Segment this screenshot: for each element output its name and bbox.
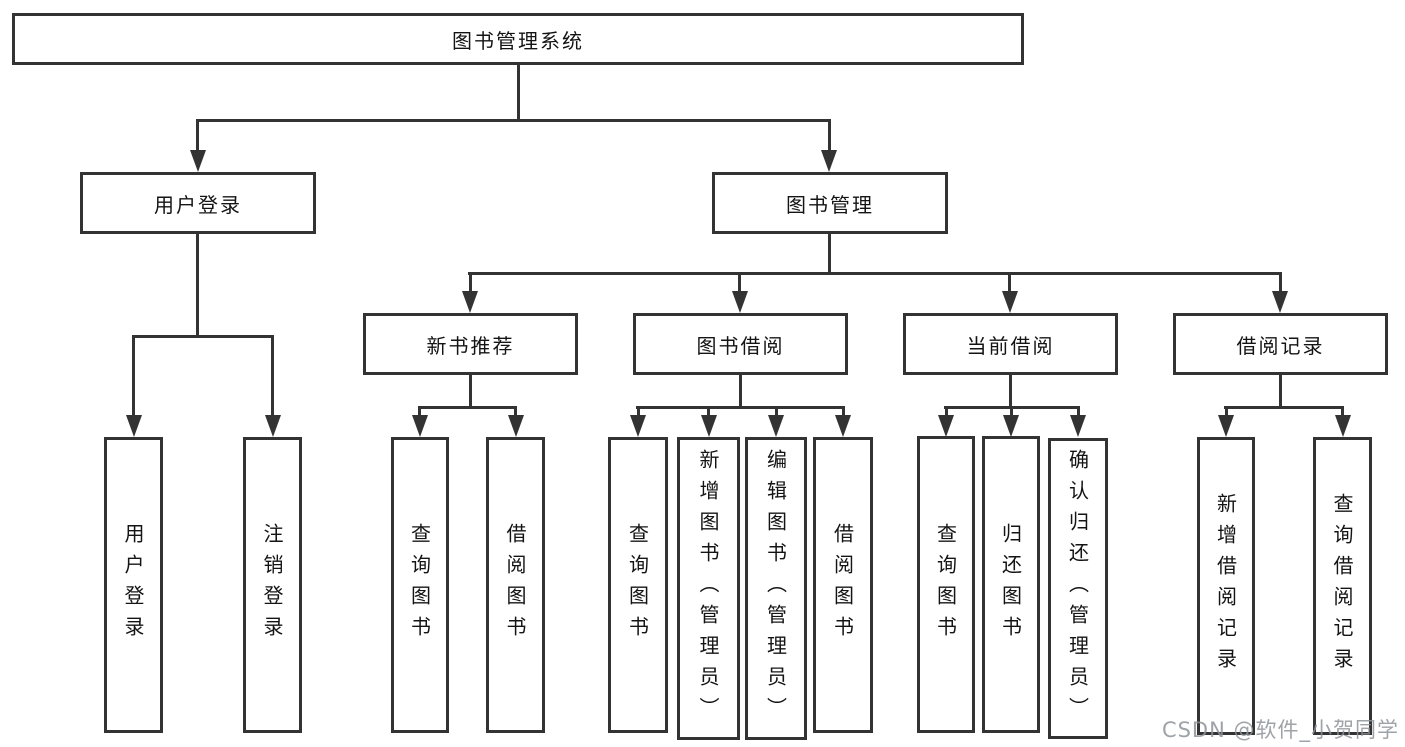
connector-root-branch xyxy=(196,119,831,122)
connector-manage-trunk xyxy=(828,234,831,272)
connector-group-branch xyxy=(1224,406,1343,409)
arrow-down-icon xyxy=(508,415,524,437)
node-leaf: 借阅图书 xyxy=(486,437,545,733)
connector-group-branch xyxy=(418,406,516,409)
arrow-down-icon xyxy=(126,415,142,437)
arrow-down-icon xyxy=(412,415,428,437)
node-leaf: 查询借阅记录 xyxy=(1313,437,1372,735)
node-logout-leaf: 注销登录 xyxy=(243,437,302,733)
node-leaf: 新增图书（管理员） xyxy=(677,437,740,740)
watermark: CSDN @软件_小贺同学 xyxy=(1161,718,1399,742)
connector-drop xyxy=(945,406,948,415)
connector-drop xyxy=(775,406,778,415)
node-group-borrow-records: 借阅记录 xyxy=(1173,313,1388,375)
connector-root-trunk xyxy=(517,65,520,119)
connector-drop-manage xyxy=(828,119,831,150)
arrow-down-icon xyxy=(1335,415,1351,437)
connector-drop xyxy=(707,406,710,415)
arrow-down-icon xyxy=(630,415,646,437)
arrow-down-icon xyxy=(938,415,954,437)
connector-drop xyxy=(1008,272,1011,291)
connector-group-trunk xyxy=(469,375,472,406)
node-leaf: 确认归还（管理员） xyxy=(1048,438,1108,739)
connector-drop xyxy=(1341,406,1344,415)
arrow-down-icon xyxy=(265,415,281,437)
arrow-down-icon xyxy=(1002,291,1018,313)
node-root: 图书管理系统 xyxy=(12,13,1024,65)
arrow-down-icon xyxy=(190,150,206,172)
connector-drop xyxy=(1279,272,1282,291)
arrow-down-icon xyxy=(732,291,748,313)
connector-manage-branch xyxy=(468,272,1282,275)
node-group-book-borrow: 图书借阅 xyxy=(633,313,848,375)
node-leaf: 查询图书 xyxy=(608,437,668,733)
arrow-down-icon xyxy=(821,150,837,172)
connector-drop-login xyxy=(196,119,199,150)
node-leaf: 新增借阅记录 xyxy=(1197,437,1255,735)
connector-group-trunk xyxy=(1279,375,1282,406)
node-leaf: 查询图书 xyxy=(391,437,449,733)
connector-drop xyxy=(469,272,472,291)
connector-drop xyxy=(842,406,845,415)
node-book-manage: 图书管理 xyxy=(712,172,948,234)
node-user-login-leaf: 用户登录 xyxy=(104,437,163,733)
arrow-down-icon xyxy=(835,415,851,437)
arrow-down-icon xyxy=(1272,291,1288,313)
connector-drop xyxy=(637,406,640,415)
node-group-new-books: 新书推荐 xyxy=(363,313,578,375)
connector-drop xyxy=(1010,406,1013,415)
connector-drop xyxy=(738,272,741,291)
connector-login-trunk xyxy=(196,234,199,335)
connector-group-trunk xyxy=(1009,375,1012,406)
node-leaf: 编辑图书（管理员） xyxy=(745,437,807,740)
arrow-down-icon xyxy=(1218,415,1234,437)
node-leaf: 借阅图书 xyxy=(813,437,873,733)
arrow-down-icon xyxy=(1003,415,1019,437)
connector-drop xyxy=(1077,406,1080,415)
connector-drop xyxy=(514,406,517,415)
connector-group-branch xyxy=(636,406,844,409)
node-user-login: 用户登录 xyxy=(80,172,316,234)
arrow-down-icon xyxy=(701,415,717,437)
connector-group-trunk xyxy=(739,375,742,406)
connector-login-branch xyxy=(132,335,273,338)
connector-drop xyxy=(271,335,274,415)
connector-drop xyxy=(132,335,135,415)
node-leaf: 归还图书 xyxy=(982,436,1040,733)
node-group-current-borrow: 当前借阅 xyxy=(903,313,1118,375)
arrow-down-icon xyxy=(462,291,478,313)
connector-drop xyxy=(418,406,421,415)
connector-drop xyxy=(1225,406,1228,415)
arrow-down-icon xyxy=(768,415,784,437)
arrow-down-icon xyxy=(1070,415,1086,437)
node-leaf: 查询图书 xyxy=(917,436,975,733)
